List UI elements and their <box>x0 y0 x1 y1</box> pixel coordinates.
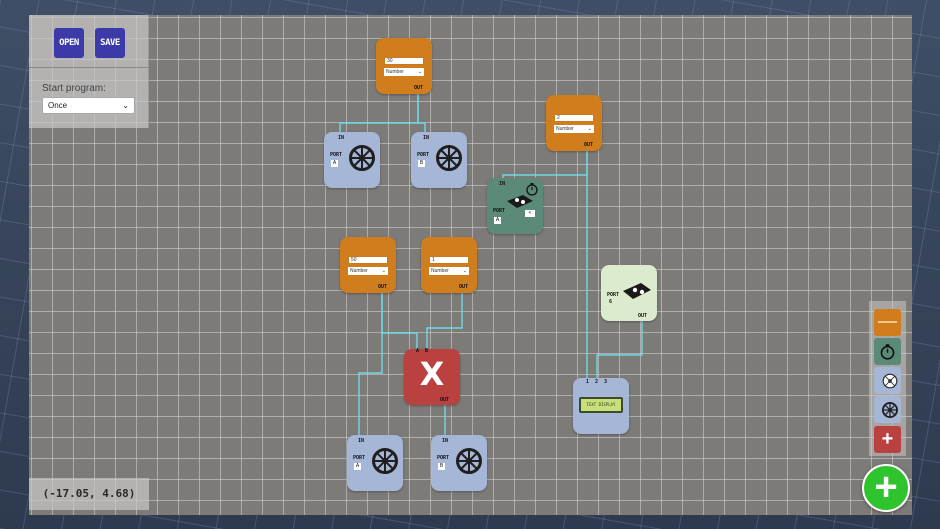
stopwatch-icon <box>880 344 895 360</box>
number-type-label: Number <box>350 268 368 274</box>
port-value[interactable]: A <box>331 160 338 167</box>
number-value-input[interactable]: 2 <box>554 114 594 122</box>
input-2-label: 2 <box>595 379 599 385</box>
motor-block-b-bottom[interactable]: IN PORT B <box>431 435 487 491</box>
out-port-label: OUT <box>440 397 450 403</box>
palette-add-math-block[interactable]: + <box>874 426 901 453</box>
number-type-select[interactable]: Number ⌄ <box>348 267 388 275</box>
motor-sensor-icon <box>507 195 533 208</box>
out-port-label: OUT <box>378 284 388 290</box>
palette-timer-block[interactable] <box>874 338 901 365</box>
input-b-label: B <box>425 348 429 354</box>
port-label: PORT <box>330 152 343 158</box>
port-label: PORT <box>607 292 620 298</box>
plus-icon: + <box>874 465 898 509</box>
wire-number-midright-to-mult-b <box>426 292 463 350</box>
port-value[interactable]: A <box>354 463 361 470</box>
wheel-icon <box>372 448 398 474</box>
number-block-top[interactable]: 30 Number ⌄ OUT <box>376 38 432 94</box>
chevron-down-icon: ⌄ <box>122 101 129 110</box>
number-value-input[interactable]: 1 <box>429 256 469 264</box>
palette-motor-block[interactable] <box>874 396 901 423</box>
plus-icon: + <box>881 428 894 450</box>
multiply-symbol: X <box>419 355 445 393</box>
wire-number-midleft-to-motor-a <box>358 292 383 436</box>
sensor-block[interactable]: PORT 6 OUT <box>601 265 657 321</box>
number-block-mid-right[interactable]: 1 Number ⌄ OUT <box>421 237 477 293</box>
out-port-label: OUT <box>414 85 424 91</box>
multiply-block[interactable]: A B X OUT <box>404 348 460 405</box>
wheel-icon <box>436 145 462 171</box>
in-port-label: IN <box>338 135 345 141</box>
wire-number-top-to-motor-b <box>417 93 426 133</box>
out-port-label: OUT <box>584 142 594 148</box>
start-program-select[interactable]: Once ⌄ <box>42 97 135 114</box>
input-3-label: 3 <box>604 379 608 385</box>
number-type-select[interactable]: Number ⌄ <box>429 267 469 275</box>
block-palette: + <box>869 301 906 456</box>
text-display-screen: TEXT DISPLAY <box>579 397 623 413</box>
motor-block-b-top[interactable]: IN PORT B <box>411 132 467 188</box>
wheel-icon <box>349 145 375 171</box>
input-1-label: 1 <box>586 379 590 385</box>
wheel-icon <box>882 402 898 418</box>
number-block-mid-left[interactable]: 50 Number ⌄ OUT <box>340 237 396 293</box>
port-value[interactable]: B <box>438 463 445 470</box>
sensor-icon <box>623 283 651 299</box>
chevron-down-icon: ⌄ <box>417 69 422 75</box>
port-label: PORT <box>493 208 506 214</box>
motor-block-a-top[interactable]: IN PORT A <box>324 132 380 188</box>
start-program-value: Once <box>48 101 68 110</box>
wire-number-midleft-to-mult-a <box>381 292 418 350</box>
input-a-label: A <box>416 348 420 354</box>
start-program-label: Start program: <box>42 83 106 94</box>
program-panel: OPEN SAVE Start program: Once ⌄ <box>29 15 149 128</box>
save-button[interactable]: SAVE <box>95 28 125 58</box>
in-port-label: IN <box>423 135 430 141</box>
number-value-input[interactable]: 50 <box>348 256 388 264</box>
stopwatch-icon <box>526 183 538 196</box>
number-block-right[interactable]: 2 Number ⌄ OUT <box>546 95 602 151</box>
in-port-label: IN <box>499 181 506 187</box>
port-label: PORT <box>417 152 430 158</box>
number-type-label: Number <box>556 126 574 132</box>
wheel-outline-icon <box>882 373 898 389</box>
add-block-button[interactable]: + <box>862 464 910 512</box>
port-label: PORT <box>353 455 366 461</box>
coordinate-readout: (-17.05, 4.68) <box>29 478 149 510</box>
timer-motor-block[interactable]: IN PORT A < <box>487 178 543 234</box>
out-port-label: OUT <box>459 284 469 290</box>
in-port-label: IN <box>442 438 449 444</box>
wire-number-top-to-motor-a <box>339 93 419 133</box>
number-value-input[interactable]: 30 <box>384 57 424 65</box>
out-port-label: OUT <box>638 313 648 319</box>
palette-motor-sensor-block[interactable] <box>874 367 901 394</box>
number-type-label: Number <box>386 69 404 75</box>
palette-number-block[interactable] <box>874 309 901 336</box>
number-type-select[interactable]: Number ⌄ <box>384 68 424 76</box>
in-port-label: IN <box>358 438 365 444</box>
chevron-down-icon: ⌄ <box>462 268 467 274</box>
port-value[interactable]: B <box>418 160 425 167</box>
port-label: PORT <box>437 455 450 461</box>
motor-block-a-bottom[interactable]: IN PORT A <box>347 435 403 491</box>
chevron-down-icon: ⌄ <box>587 126 592 132</box>
compare-value[interactable]: < <box>525 210 535 217</box>
port-value[interactable]: A <box>494 217 501 224</box>
open-button[interactable]: OPEN <box>54 28 84 58</box>
chevron-down-icon: ⌄ <box>381 268 386 274</box>
text-display-block[interactable]: 1 2 3 TEXT DISPLAY <box>573 378 629 434</box>
program-canvas[interactable]: 30 Number ⌄ OUT IN PORT A IN PORT B 2 Num… <box>29 15 912 515</box>
wheel-icon <box>456 448 482 474</box>
number-field-icon <box>878 321 897 323</box>
wire-number-right-to-timer <box>502 149 588 179</box>
number-type-label: Number <box>431 268 449 274</box>
number-type-select[interactable]: Number ⌄ <box>554 125 594 133</box>
panel-divider <box>29 67 149 68</box>
wire-sensor-to-display <box>596 321 643 379</box>
port-value: 6 <box>609 299 613 305</box>
